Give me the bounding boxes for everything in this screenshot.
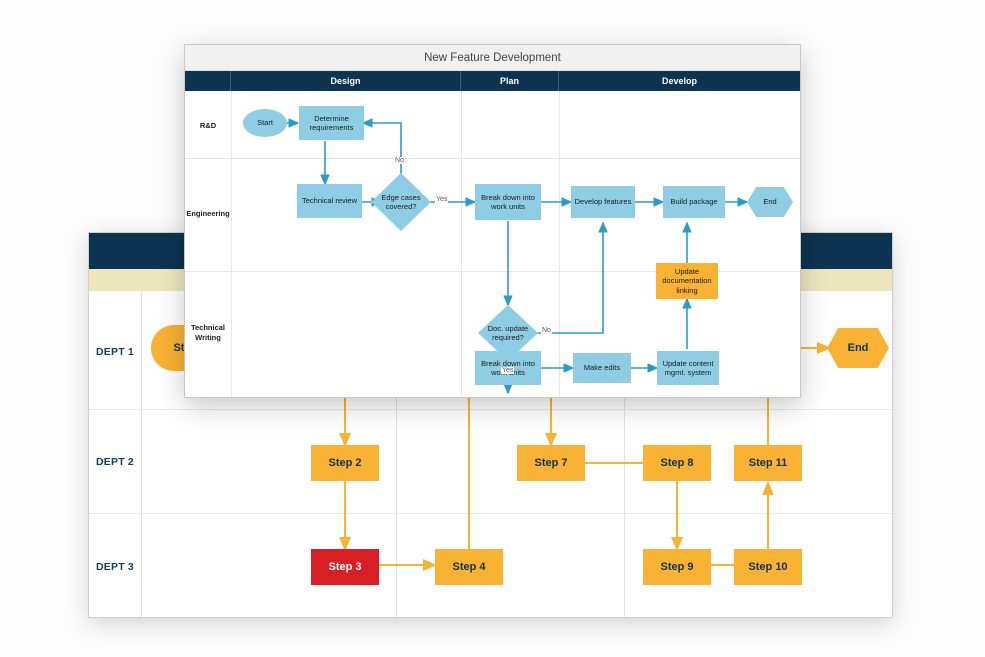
bg-lane-divider-1 bbox=[89, 409, 892, 410]
fg-node-technical-review-label: Technical review bbox=[301, 196, 358, 206]
fg-node-update-content-mgmt[interactable]: Update content mgmt. system bbox=[657, 351, 719, 385]
bg-lane-label-dept2: DEPT 2 bbox=[96, 456, 134, 468]
phase-header-design: Design bbox=[231, 71, 461, 91]
edge-label-no-top: No bbox=[394, 157, 405, 164]
bg-column-divider-2 bbox=[396, 291, 397, 617]
bg-lane-divider-2 bbox=[89, 513, 892, 514]
fg-node-build-package[interactable]: Build package bbox=[663, 186, 725, 218]
fg-node-edge-cases-decision[interactable]: Edge cases covered? bbox=[371, 173, 431, 231]
bg-node-step8[interactable]: Step 8 bbox=[643, 445, 711, 481]
fg-node-make-edits-label: Make edits bbox=[583, 363, 621, 373]
fg-node-update-content-mgmt-label: Update content mgmt. system bbox=[662, 358, 714, 377]
fg-node-end-label: End bbox=[763, 197, 777, 207]
fg-node-determine-requirements-label: Determine requirements bbox=[309, 113, 354, 132]
fg-lane-label-engineering: Engineering bbox=[186, 209, 230, 218]
edge-label-yes-mid: Yes bbox=[435, 196, 449, 203]
foreground-flowchart-card[interactable]: New Feature Development Design Plan Deve… bbox=[184, 44, 801, 398]
fg-lane-label-technical-writing: Technical Writing bbox=[190, 323, 226, 342]
bg-node-step3[interactable]: Step 3 bbox=[311, 549, 379, 585]
bg-node-step2[interactable]: Step 2 bbox=[311, 445, 379, 481]
bg-node-end[interactable]: End bbox=[827, 328, 889, 368]
fg-node-breakdown-engineering[interactable]: Break down into work units bbox=[475, 184, 541, 220]
hexagon-shape bbox=[747, 187, 793, 217]
fg-node-edge-cases-label: Edge cases covered? bbox=[381, 192, 421, 211]
phase-header-develop: Develop bbox=[661, 76, 697, 86]
phase-header-row: Design Plan Develop bbox=[185, 71, 800, 91]
fg-node-technical-review[interactable]: Technical review bbox=[297, 184, 362, 218]
fg-column-divider-1 bbox=[461, 91, 462, 397]
edge-label-yes-low: Yes bbox=[501, 367, 515, 374]
fg-column-divider-0 bbox=[231, 91, 232, 397]
fg-node-update-documentation-linking-label: Update documentation linking bbox=[662, 266, 712, 295]
fg-node-make-edits[interactable]: Make edits bbox=[573, 353, 631, 383]
fg-column-divider-2 bbox=[559, 91, 560, 397]
fg-node-build-package-label: Build package bbox=[670, 197, 718, 207]
fg-node-develop-features[interactable]: Develop features bbox=[571, 186, 635, 218]
bg-node-step4[interactable]: Step 4 bbox=[435, 549, 503, 585]
bg-node-step9[interactable]: Step 9 bbox=[643, 549, 711, 585]
fg-node-update-documentation-linking[interactable]: Update documentation linking bbox=[656, 263, 718, 299]
bg-node-end-label: End bbox=[847, 342, 869, 354]
fg-node-end[interactable]: End bbox=[747, 187, 793, 217]
fg-lane-divider-1 bbox=[185, 158, 800, 159]
fg-node-doc-update-label: Doc. update required? bbox=[487, 323, 529, 342]
edge-label-no-mid: No bbox=[541, 327, 552, 334]
phase-header-corner bbox=[185, 71, 231, 91]
fg-node-start[interactable]: Start bbox=[243, 109, 287, 137]
fg-node-breakdown-engineering-label: Break down into work units bbox=[481, 192, 535, 211]
fg-node-start-label: Start bbox=[257, 118, 273, 128]
bg-node-step11[interactable]: Step 11 bbox=[734, 445, 802, 481]
fg-node-develop-features-label: Develop features bbox=[574, 197, 632, 207]
bg-column-divider-1 bbox=[141, 291, 142, 617]
bg-node-step7[interactable]: Step 7 bbox=[517, 445, 585, 481]
fg-node-determine-requirements[interactable]: Determine requirements bbox=[299, 106, 364, 140]
fg-lane-divider-2 bbox=[185, 271, 800, 272]
fg-lane-label-rnd: R&D bbox=[199, 121, 217, 130]
flowchart-title: New Feature Development bbox=[185, 45, 800, 71]
phase-header-plan: Plan bbox=[461, 71, 559, 91]
bg-lane-label-dept1: DEPT 1 bbox=[96, 346, 134, 358]
hexagon-shape bbox=[827, 328, 889, 368]
bg-column-divider-3 bbox=[624, 291, 625, 617]
bg-node-step10[interactable]: Step 10 bbox=[734, 549, 802, 585]
bg-lane-label-dept3: DEPT 3 bbox=[96, 561, 134, 573]
